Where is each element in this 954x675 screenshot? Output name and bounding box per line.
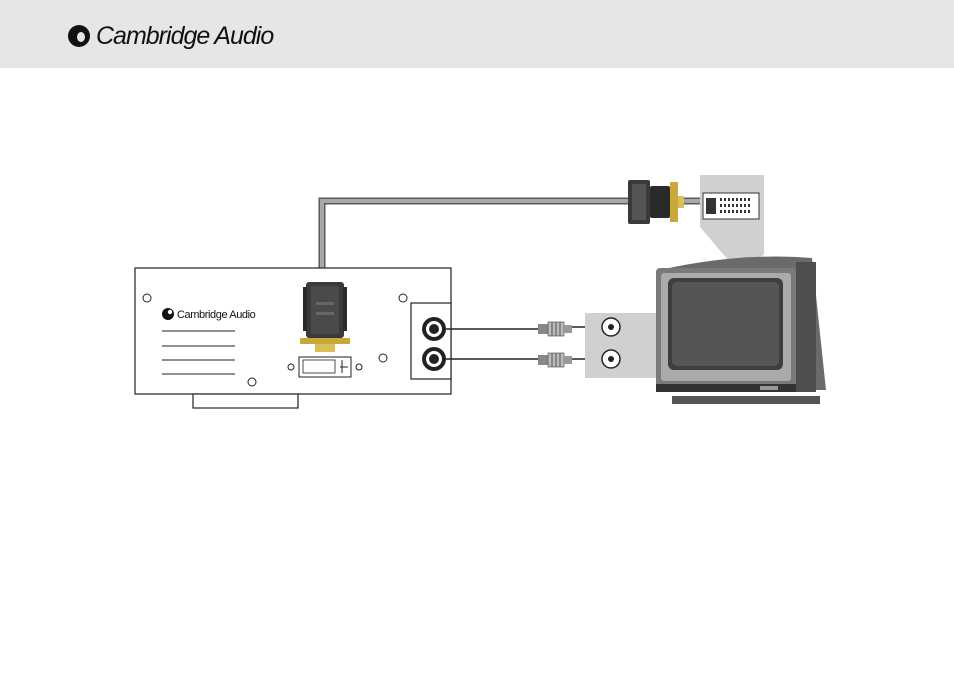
rca-plug-lower-icon [538,353,572,367]
tv-dvi-socket-callout [700,175,764,267]
player-logo: Cambridge Audio [162,308,256,321]
television-icon [656,257,826,405]
player-brand-name: Cambridge Audio [177,309,256,321]
rca-plug-upper-icon [538,322,572,336]
dvi-plug-tv-end-icon [628,180,684,224]
player-logo-icon [162,308,174,320]
player-rear-panel [135,268,451,408]
dvi-plug-player-end-icon [300,282,350,352]
rca-cables [446,327,603,359]
